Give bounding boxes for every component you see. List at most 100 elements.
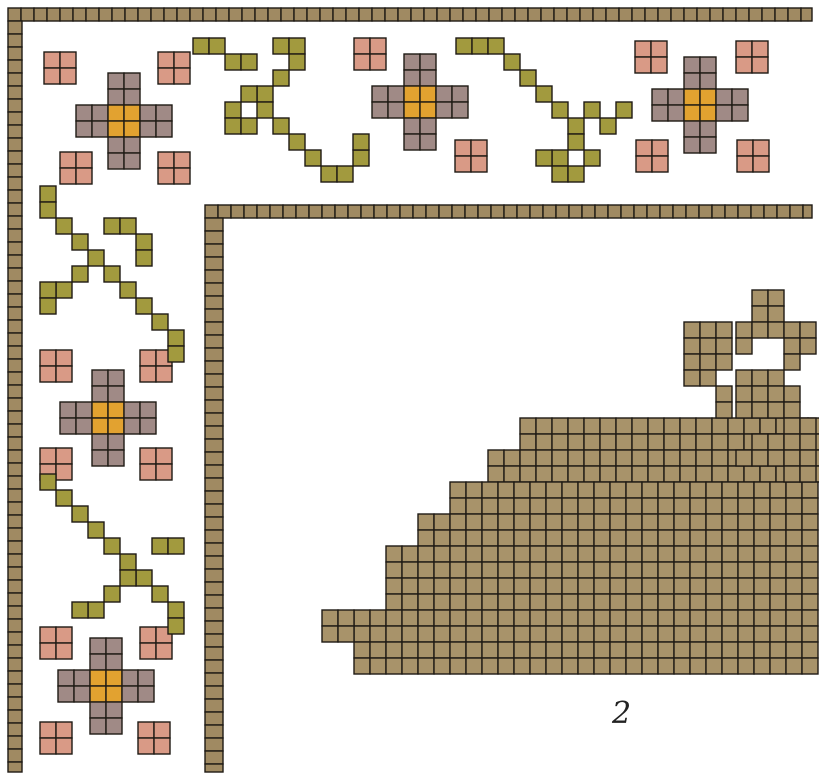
zigzag-vine-motif	[104, 266, 120, 282]
filled-area-cell	[716, 402, 732, 418]
frame-cell	[569, 205, 582, 218]
filled-area-cell	[674, 562, 690, 578]
frame-cell	[151, 8, 164, 21]
filled-area-cell	[498, 498, 514, 514]
frame-cell	[8, 177, 22, 190]
filled-area-cell	[514, 530, 530, 546]
filled-area-cell	[482, 594, 498, 610]
cross-flower-motif	[124, 73, 140, 89]
zigzag-vine-motif	[321, 166, 337, 182]
pink-square-motif	[56, 722, 72, 738]
filled-area-cell	[674, 658, 690, 674]
filled-area-cell	[674, 642, 690, 658]
filled-area-cell	[594, 578, 610, 594]
frame-cell	[205, 413, 223, 426]
filled-area-cell	[466, 610, 482, 626]
flower-center	[90, 670, 106, 686]
frame-cell	[348, 205, 361, 218]
filled-area-cell	[674, 578, 690, 594]
filled-area-cell	[716, 338, 732, 354]
filled-area-cell	[716, 386, 732, 402]
filled-area-cell	[752, 450, 768, 466]
frame-cell	[528, 8, 541, 21]
filled-area-cell	[466, 642, 482, 658]
zigzag-vine-motif	[120, 218, 136, 234]
filled-area-cell	[520, 450, 536, 466]
filled-area-cell	[562, 658, 578, 674]
frame-cell	[205, 465, 223, 478]
zigzag-vine-motif	[552, 166, 568, 182]
frame-cell	[554, 8, 567, 21]
filled-area-cell	[386, 562, 402, 578]
filled-area-cell	[800, 322, 816, 338]
frame-cell	[205, 309, 223, 322]
filled-area-cell	[610, 530, 626, 546]
cross-flower-motif	[716, 105, 732, 121]
filled-area-cell	[610, 498, 626, 514]
filled-area-cell	[386, 658, 402, 674]
frame-cell	[8, 138, 22, 151]
filled-area-cell	[418, 546, 434, 562]
filled-area-cell	[482, 514, 498, 530]
flower-center	[700, 105, 716, 121]
frame-cell	[8, 554, 22, 567]
filled-area-cell	[784, 402, 800, 418]
zigzag-vine-motif	[120, 554, 136, 570]
filled-area-cell	[802, 594, 818, 610]
cross-flower-motif	[700, 121, 716, 137]
filled-area-cell	[658, 658, 674, 674]
flower-center	[420, 86, 436, 102]
frame-cell	[8, 684, 22, 697]
filled-area-cell	[450, 642, 466, 658]
pink-square-motif	[40, 448, 56, 464]
filled-area-cell	[642, 626, 658, 642]
frame-cell	[164, 8, 177, 21]
filled-area-cell	[434, 546, 450, 562]
filled-area-cell	[594, 514, 610, 530]
pink-square-motif	[56, 643, 72, 659]
frame-cell	[125, 8, 138, 21]
zigzag-vine-motif	[40, 298, 56, 314]
filled-area-cell	[728, 434, 744, 450]
frame-cell	[361, 205, 374, 218]
frame-cell	[294, 8, 307, 21]
filled-area-cell	[642, 562, 658, 578]
filled-area-cell	[466, 562, 482, 578]
frame-cell	[489, 8, 502, 21]
filled-area-cell	[786, 658, 802, 674]
filled-area-cell	[738, 578, 754, 594]
frame-cell	[205, 244, 223, 257]
page-number: 2	[612, 696, 631, 731]
frame-cell	[205, 218, 223, 231]
zigzag-vine-motif	[72, 266, 88, 282]
filled-area-cell	[642, 594, 658, 610]
pink-square-motif	[154, 738, 170, 754]
filled-area-cell	[784, 322, 800, 338]
filled-area-cell	[584, 434, 600, 450]
cross-flower-motif	[732, 105, 748, 121]
filled-area-cell	[786, 514, 802, 530]
filled-area-cell	[578, 594, 594, 610]
filled-area-cell	[562, 562, 578, 578]
filled-area-cell	[690, 498, 706, 514]
frame-cell	[8, 697, 22, 710]
frame-cell	[8, 541, 22, 554]
frame-cell	[8, 112, 22, 125]
zigzag-vine-motif	[568, 166, 584, 182]
frame-cell	[205, 270, 223, 283]
filled-area-cell	[482, 626, 498, 642]
filled-area-cell	[482, 642, 498, 658]
filled-area-cell	[738, 482, 754, 498]
cross-flower-motif	[108, 153, 124, 169]
filled-area-cell	[546, 578, 562, 594]
pink-square-motif	[174, 52, 190, 68]
cross-flower-motif	[420, 118, 436, 134]
filled-area-cell	[546, 514, 562, 530]
frame-cell	[8, 645, 22, 658]
frame-cell	[697, 8, 710, 21]
filled-area-cell	[802, 546, 818, 562]
cross-flower-motif	[90, 654, 106, 670]
filled-area-cell	[642, 498, 658, 514]
filled-area-cell	[536, 418, 552, 434]
filled-area-cell	[578, 610, 594, 626]
